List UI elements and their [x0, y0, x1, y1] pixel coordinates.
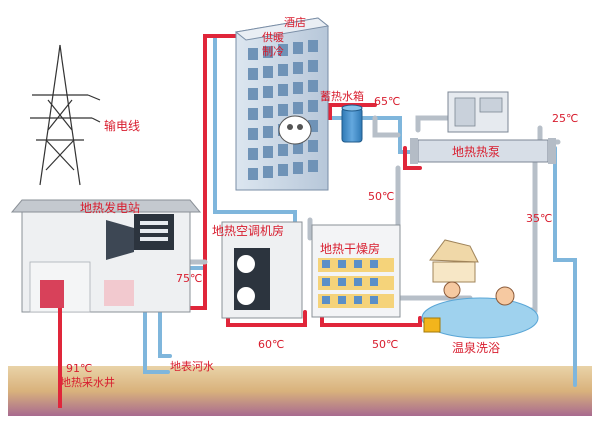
storage-tank-label: 蓄热水箱: [320, 89, 364, 103]
surface-water-label: 地表河水: [170, 359, 214, 373]
temp-35: 35℃: [526, 212, 552, 225]
temp-60: 60℃: [258, 338, 284, 351]
hvac-unit-icon: [221, 221, 303, 319]
dryer-rack-icon: [311, 224, 401, 318]
power-station-label: 地热发电站: [80, 200, 140, 215]
hvac-room-label: 地热空调机房: [212, 223, 284, 238]
heating-label: 供暖: [262, 30, 284, 44]
hotel-label: 酒店: [284, 15, 306, 29]
bathers-icon: [421, 239, 539, 339]
well-shaft: [58, 308, 62, 408]
heat-pump-label: 地热热泵: [452, 145, 500, 159]
temp-50-lower: 50℃: [372, 338, 398, 351]
cooling-label: 制冷: [262, 45, 284, 58]
power-tower-icon: [30, 44, 101, 186]
well-label: 地热采水井: [60, 375, 115, 389]
hotel-building-icon: [234, 17, 330, 191]
temp-25: 25℃: [552, 112, 578, 125]
hot-spring-label: 温泉洗浴: [452, 341, 500, 355]
generator-icon: [106, 214, 174, 260]
heat-pump-icon: [410, 91, 556, 164]
ground: [8, 366, 592, 416]
temp-75: 75℃: [176, 272, 202, 285]
drying-room-label: 地热干燥房: [320, 241, 380, 256]
temp-65: 65℃: [374, 95, 400, 108]
temp-50-upper: 50℃: [368, 190, 394, 203]
storage-tank-icon: [341, 104, 363, 143]
temp-91: 91℃: [66, 362, 92, 375]
power-line-label: 输电线: [104, 118, 140, 133]
